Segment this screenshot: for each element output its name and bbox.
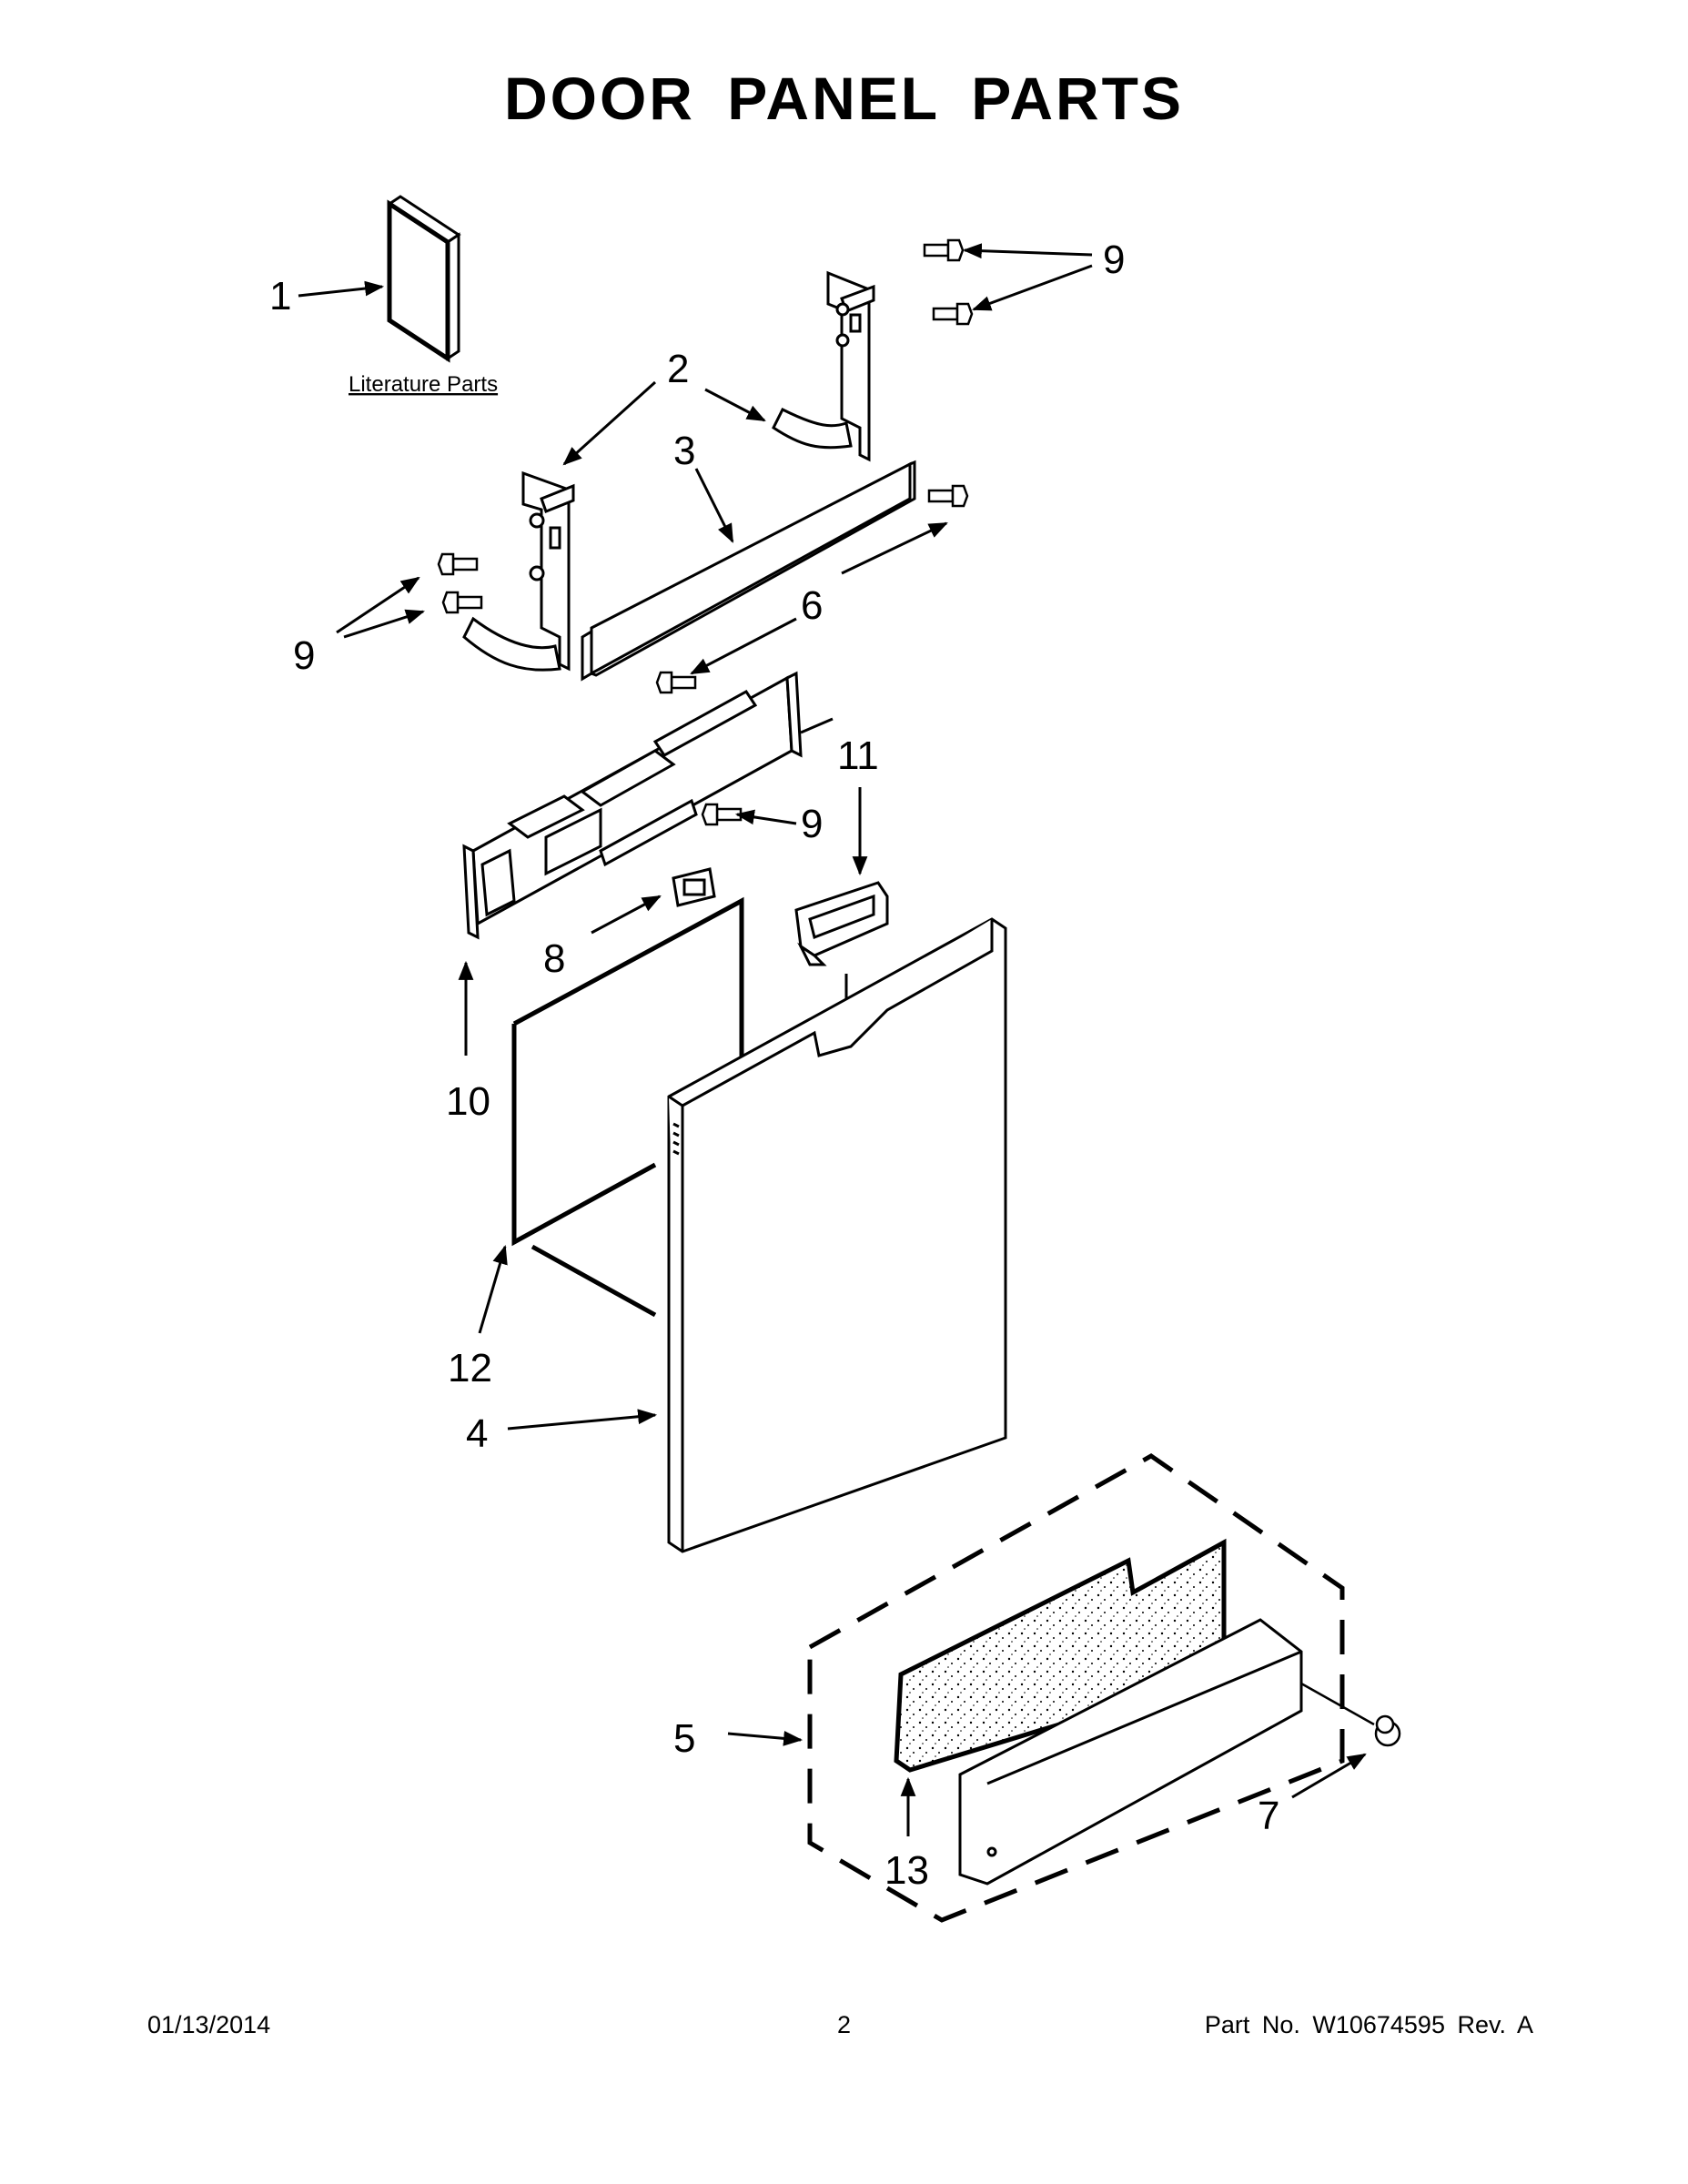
callout-11: 11 <box>837 733 879 778</box>
page-title: DOOR PANEL PARTS <box>503 65 1185 132</box>
footer-part-number: Part No. W10674595 Rev. A <box>1204 2011 1533 2038</box>
door-clip <box>672 867 716 907</box>
toe-kick-outline <box>807 1453 1345 1923</box>
callout-10: 10 <box>446 1079 490 1124</box>
callout-9-top: 9 <box>1103 238 1125 282</box>
callout-2: 2 <box>667 347 689 391</box>
channel-rail <box>581 460 916 682</box>
callout-12: 12 <box>448 1346 492 1390</box>
callout-9-mid: 9 <box>801 802 823 846</box>
callout-6: 6 <box>801 583 823 628</box>
callout-3: 3 <box>673 429 695 473</box>
door-handle <box>794 881 889 966</box>
callout-7: 7 <box>1258 1794 1279 1838</box>
callout-1: 1 <box>269 274 291 318</box>
door-gasket <box>511 896 744 1318</box>
literature-booklet <box>387 195 461 363</box>
hinge-bracket-left <box>462 470 575 672</box>
callout-8: 8 <box>543 936 565 981</box>
footer-page-number: 2 <box>836 2011 852 2038</box>
toe-kick-panel <box>958 1618 1303 1886</box>
toe-kick-screw <box>1300 1682 1401 1747</box>
leader-lines <box>298 243 1367 1836</box>
callout-13: 13 <box>884 1848 929 1893</box>
hinge-bracket-right <box>772 270 875 462</box>
callout-5: 5 <box>673 1716 695 1761</box>
foam-insulation <box>894 1538 1227 1773</box>
callout-9-left: 9 <box>293 633 315 678</box>
door-panel <box>667 917 1007 1553</box>
literature-parts-label: Literature Parts <box>349 372 498 397</box>
control-console <box>462 671 834 940</box>
footer-date: 01/13/2014 <box>147 2011 271 2038</box>
callout-4: 4 <box>466 1411 488 1456</box>
